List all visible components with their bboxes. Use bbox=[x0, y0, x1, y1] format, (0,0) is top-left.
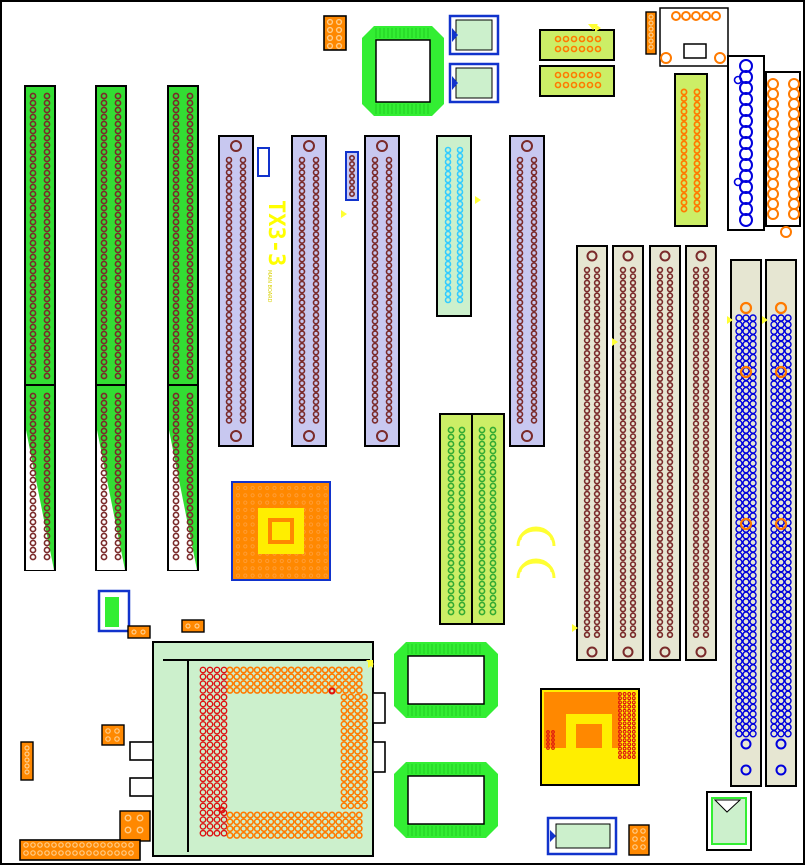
simm-slot-2 bbox=[765, 259, 797, 787]
ide-connector bbox=[436, 135, 472, 317]
jumper-block-1 bbox=[448, 14, 500, 56]
jumper-small-5 bbox=[20, 741, 34, 781]
connector-bottom-right bbox=[706, 791, 752, 851]
jumper-blue bbox=[257, 147, 270, 177]
chip-qfp-1 bbox=[394, 642, 498, 718]
power-connector-atx bbox=[674, 73, 708, 227]
orange-connector-right bbox=[765, 71, 801, 238]
header-small-2 bbox=[645, 11, 657, 55]
pci-slot-1 bbox=[218, 135, 254, 447]
dimm-slot-4 bbox=[685, 245, 717, 661]
dimm-slot-2 bbox=[612, 245, 644, 661]
capacitor-marks bbox=[516, 526, 556, 579]
com-connector bbox=[727, 55, 765, 231]
jumper-small-3 bbox=[181, 619, 205, 633]
io-port-area bbox=[659, 7, 729, 67]
cpu-socket bbox=[129, 641, 386, 857]
pci-slot-2 bbox=[291, 135, 327, 447]
header-small-1 bbox=[323, 15, 347, 51]
board-small-label: MAIN BOARD bbox=[266, 270, 272, 303]
header-top-2 bbox=[539, 65, 615, 97]
dimm-slot-1 bbox=[576, 245, 608, 661]
isa-slot-3 bbox=[167, 85, 199, 571]
dimm-slot-3 bbox=[649, 245, 681, 661]
header-top-1 bbox=[539, 29, 615, 61]
power-connector-dual bbox=[439, 413, 505, 625]
pci-slot-3 bbox=[364, 135, 400, 447]
jumper-small-7 bbox=[628, 824, 650, 856]
silkscreen: TX3-3 MAIN BOARD bbox=[262, 196, 292, 326]
battery-connector bbox=[97, 589, 151, 639]
chip-qfp-2 bbox=[394, 762, 498, 838]
isa-slot-2 bbox=[95, 85, 127, 571]
isa-slot-1 bbox=[24, 85, 56, 571]
jumper-block-bottom bbox=[546, 816, 618, 856]
board-id-label: TX3-3 bbox=[263, 200, 288, 267]
simm-slot-1 bbox=[730, 259, 762, 787]
yellow-markers bbox=[341, 24, 768, 668]
jumper-blue-2 bbox=[345, 151, 359, 201]
pci-slot-4 bbox=[509, 135, 545, 447]
chipset-orange bbox=[231, 481, 331, 581]
chip-bga bbox=[540, 688, 640, 786]
jumper-block-2 bbox=[448, 62, 500, 104]
jumper-small-6 bbox=[119, 810, 151, 842]
jumper-small-4 bbox=[101, 724, 125, 746]
chip-top-qfp bbox=[362, 26, 444, 116]
front-panel-header bbox=[19, 839, 141, 861]
